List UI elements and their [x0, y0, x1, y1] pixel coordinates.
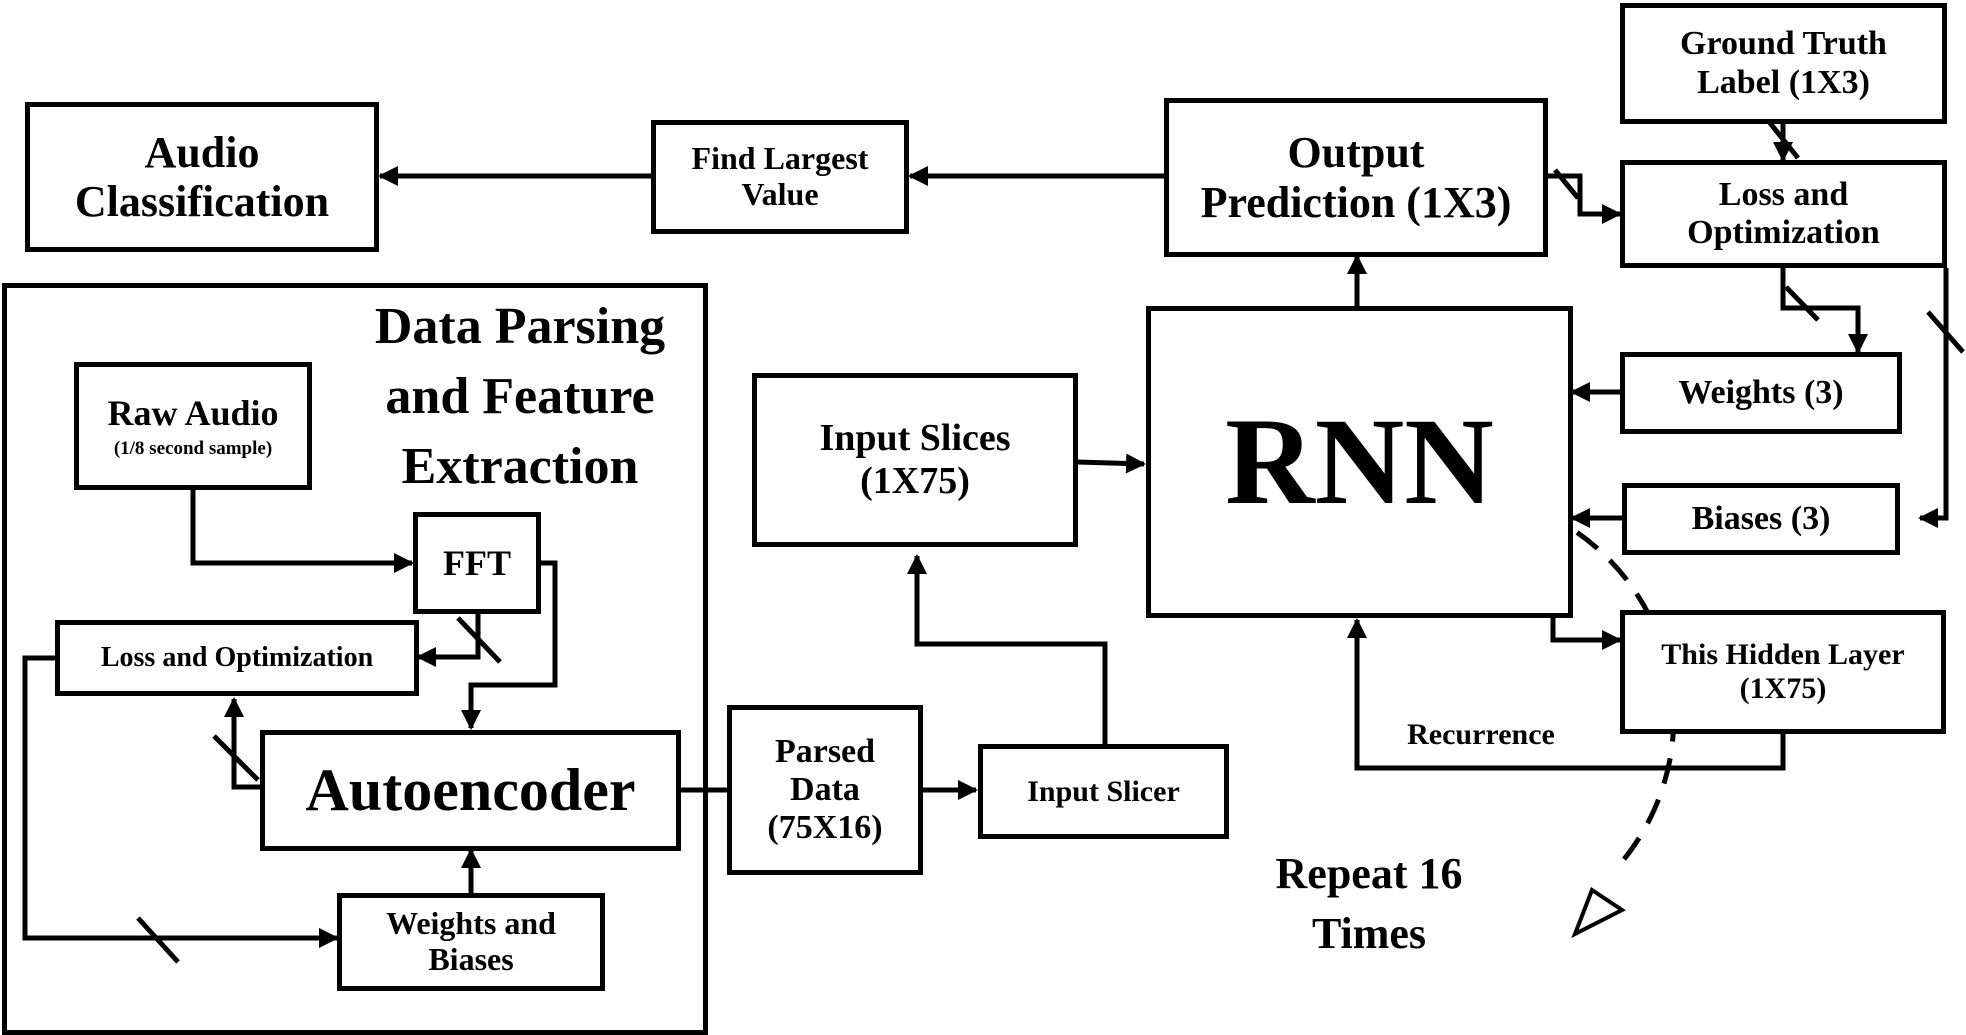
fft-label: FFT [443, 542, 511, 583]
hidden-layer-label-line-1: This Hidden Layer [1661, 638, 1905, 672]
edge-input-slices-to-rnn [1076, 453, 1146, 474]
ground-truth-label-block: Ground Truth Label (1X3) [1620, 3, 1947, 124]
edge-autoencoder-to-ae-loss [224, 697, 260, 790]
find-largest-label-line-2: Value [741, 176, 819, 212]
ae-loss-label: Loss and Optimization [100, 642, 374, 674]
autoencoder-label: Autoencoder [305, 756, 636, 823]
data-parsing-title-line-1: Data Parsing [374, 298, 666, 355]
fft-block: FFT [413, 512, 541, 614]
bus-slash-fft [456, 616, 502, 664]
rnn-block: RNN [1146, 306, 1573, 618]
rnn-loss-label-line-2: Optimization [1687, 214, 1880, 251]
bus-slash-bias-path [1926, 310, 1965, 354]
rnn-loss-optimization-block: Loss and Optimization [1620, 160, 1947, 268]
input-slices-block: Input Slices (1X75) [752, 373, 1078, 547]
repeat-label-line-1: Repeat 16 [1275, 849, 1463, 898]
repeat-label-line-2: Times [1311, 909, 1427, 958]
rnn-biases-block: Biases (3) [1622, 483, 1900, 555]
raw-audio-note: (1/8 second sample) [113, 437, 273, 459]
ae-weights-label-line-2: Biases [428, 941, 514, 977]
bus-slash-autoencoder [212, 734, 260, 782]
bus-slash-ae-weights [136, 916, 180, 964]
bus-slash-ground-truth [1764, 116, 1800, 160]
edge-recurrence-loop [1347, 618, 1786, 771]
find-largest-label-line-1: Find Largest [691, 140, 869, 177]
output-prediction-label-line-2: Prediction (1X3) [1200, 177, 1512, 227]
data-parsing-title: Data Parsing and Feature Extraction [340, 292, 700, 502]
output-prediction-block: Output Prediction (1X3) [1164, 98, 1548, 257]
ground-truth-label-line-2: Label (1X3) [1697, 63, 1870, 101]
bus-slash-output [1553, 168, 1580, 200]
ae-weights-label-line-1: Weights and [386, 905, 556, 942]
edge-ae-loss-to-weights [22, 655, 339, 948]
rnn-label: RNN [1225, 392, 1494, 530]
parsed-data-label-line-3: (75X16) [767, 809, 883, 847]
input-slicer-block: Input Slicer [978, 744, 1229, 839]
autoencoder-block: Autoencoder [260, 730, 681, 851]
edge-raw-audio-to-fft [190, 490, 414, 573]
data-parsing-title-line-3: Extraction [401, 438, 639, 495]
rnn-weights-label: Weights (3) [1678, 373, 1844, 411]
edge-fft-to-ae-loss [416, 613, 481, 667]
repeat-loop-circle [1243, 489, 1677, 874]
raw-audio-block: Raw Audio (1/8 second sample) [74, 362, 312, 490]
ground-truth-label-line-1: Ground Truth [1680, 25, 1887, 63]
parsed-data-label-line-1: Parsed [774, 732, 876, 770]
audio-classification-label-line-2: Classification [74, 177, 330, 226]
edge-loss-to-weights [1780, 268, 1868, 354]
rnn-biases-label: Biases (3) [1691, 499, 1831, 537]
data-parsing-title-line-2: and Feature [385, 368, 655, 425]
edge-fft-to-autoencoder [461, 560, 558, 730]
repeat-loop-arrowhead [1571, 886, 1626, 939]
raw-audio-label: Raw Audio [107, 393, 279, 434]
ae-loss-optimization-block: Loss and Optimization [55, 620, 419, 696]
parsed-data-block: Parsed Data (75X16) [727, 705, 923, 875]
edge-output-to-loss [1547, 173, 1622, 224]
edge-rnn-to-hidden-layer [1550, 612, 1622, 650]
data-parsing-region [2, 283, 708, 1035]
audio-classification-block: Audio Classification [25, 102, 379, 252]
output-prediction-label-line-1: Output [1287, 128, 1425, 178]
edge-loss-to-biases [1918, 268, 1949, 528]
recurrence-label: Recurrence [1407, 718, 1555, 751]
input-slicer-label: Input Slicer [1027, 774, 1180, 808]
hidden-layer-label-line-2: (1X75) [1739, 672, 1827, 705]
rnn-loss-label-line-1: Loss and [1718, 175, 1849, 213]
input-slices-label-line-1: Input Slices [819, 417, 1011, 460]
repeat-label: Repeat 16 Times [1224, 844, 1514, 964]
input-slices-label-line-2: (1X75) [860, 460, 970, 502]
find-largest-value-block: Find Largest Value [651, 120, 909, 234]
audio-classification-label-line-1: Audio [144, 127, 260, 177]
hidden-layer-block: This Hidden Layer (1X75) [1620, 610, 1946, 734]
bus-slash-loss [1784, 285, 1820, 322]
rnn-weights-block: Weights (3) [1620, 352, 1902, 434]
parsed-data-label-line-2: Data [790, 770, 860, 808]
edge-slicer-to-input-slices [907, 554, 1108, 744]
ae-weights-biases-block: Weights and Biases [337, 893, 605, 991]
